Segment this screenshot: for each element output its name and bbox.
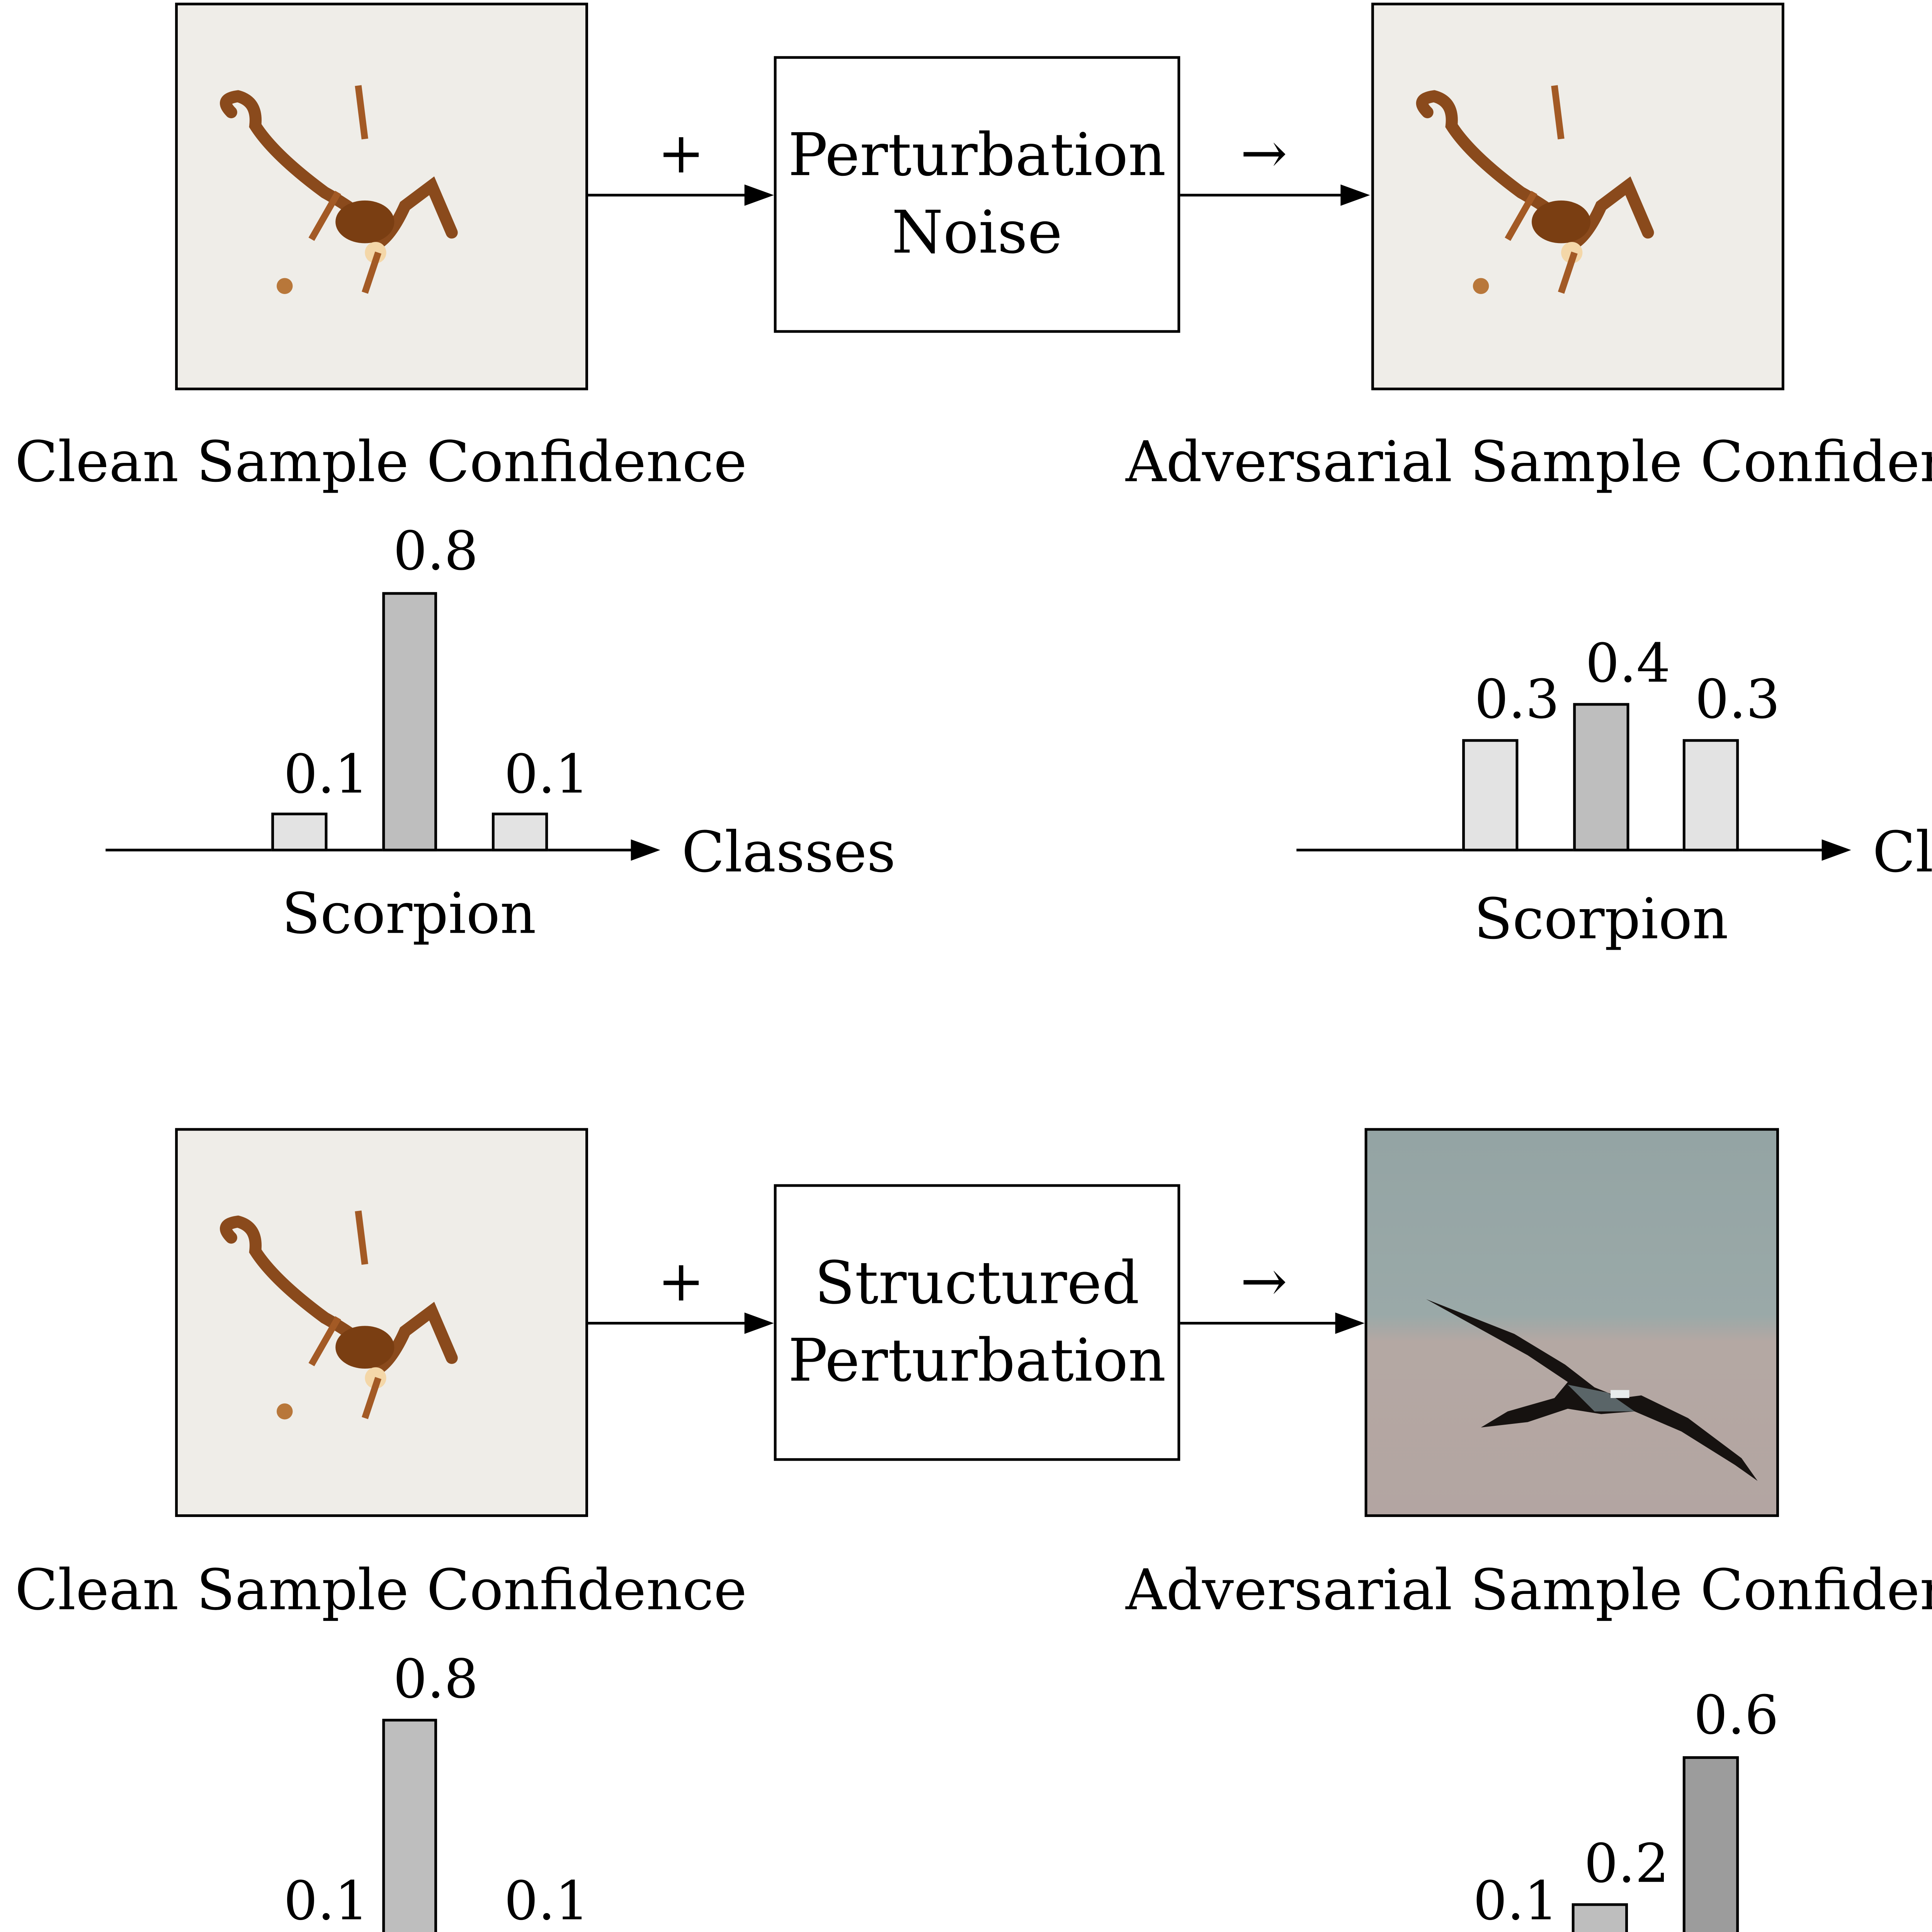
arrowhead-icon bbox=[744, 1312, 774, 1334]
box-line-2: Noise bbox=[891, 198, 1063, 267]
clean-scorpion-image bbox=[175, 2, 588, 391]
bar-2-value: 0.4 bbox=[1585, 633, 1671, 695]
bar-1 bbox=[1462, 739, 1519, 852]
bar-3-value: 0.1 bbox=[504, 1871, 589, 1932]
arrowhead-icon bbox=[1340, 184, 1370, 206]
bar-1 bbox=[271, 813, 328, 852]
scorpion-icon bbox=[178, 5, 586, 388]
clean-scorpion-image bbox=[175, 1128, 588, 1517]
axis-label: Classes bbox=[1872, 819, 1932, 885]
box-line-1: Structured bbox=[815, 1249, 1139, 1317]
bar-2-value: 0.8 bbox=[393, 1649, 478, 1711]
arrow-to-box bbox=[588, 194, 746, 197]
bar-3-value: 0.6 bbox=[1694, 1685, 1779, 1747]
class-label: Scorpion bbox=[1474, 886, 1729, 952]
adversarial-caption: Adversarial Sample Confidence bbox=[1126, 1557, 1932, 1623]
bar-2 bbox=[382, 1719, 437, 1932]
adversarial-scorpion-image bbox=[1371, 2, 1784, 391]
black-stork-icon bbox=[1367, 1131, 1777, 1515]
class-label: Scorpion bbox=[282, 881, 536, 946]
bar-3 bbox=[1682, 1756, 1739, 1932]
x-axis bbox=[1296, 849, 1825, 852]
box-line-1: Perturbation bbox=[788, 121, 1166, 189]
perturbation-noise-box: Perturbation Noise bbox=[774, 56, 1180, 333]
bar-3-value: 0.1 bbox=[504, 744, 589, 806]
x-axis bbox=[105, 849, 634, 852]
result-arrow: → bbox=[1240, 1248, 1287, 1314]
clean-caption: Clean Sample Confidence bbox=[15, 1557, 747, 1623]
arrowhead-icon bbox=[1335, 1312, 1365, 1334]
arrowhead-icon bbox=[744, 184, 774, 206]
scorpion-icon bbox=[1374, 5, 1782, 388]
axis-label: Classes bbox=[682, 819, 896, 885]
bar-3 bbox=[492, 813, 548, 852]
result-arrow: → bbox=[1240, 120, 1287, 186]
bar-2-value: 0.8 bbox=[393, 521, 478, 583]
bar-3 bbox=[1682, 739, 1739, 852]
plus-operator: + bbox=[657, 1248, 705, 1314]
axis-arrowhead-icon bbox=[1821, 839, 1851, 861]
structured-perturbation-box: Structured Perturbation bbox=[774, 1184, 1180, 1461]
bar-2 bbox=[382, 592, 437, 852]
box-line-2: Perturbation bbox=[788, 1327, 1166, 1395]
arrow-to-adversarial bbox=[1180, 1321, 1337, 1325]
bar-3-value: 0.3 bbox=[1695, 669, 1780, 731]
bar-2 bbox=[1573, 703, 1629, 852]
adversarial-caption: Adversarial Sample Confidence bbox=[1126, 429, 1932, 495]
axis-arrowhead-icon bbox=[631, 839, 660, 861]
plus-operator: + bbox=[657, 120, 705, 186]
adversarial-black-stork-image bbox=[1364, 1128, 1779, 1517]
clean-caption: Clean Sample Confidence bbox=[15, 429, 747, 495]
bar-2 bbox=[1571, 1903, 1628, 1932]
bar-1-value: 0.1 bbox=[283, 744, 369, 806]
bar-1-value: 0.3 bbox=[1474, 669, 1560, 731]
bar-1-value: 0.1 bbox=[283, 1871, 369, 1932]
arrow-to-adversarial bbox=[1180, 194, 1342, 197]
scorpion-icon bbox=[178, 1131, 586, 1515]
bar-1-value: 0.1 bbox=[1473, 1871, 1558, 1932]
bar-2-value: 0.2 bbox=[1584, 1833, 1669, 1895]
arrow-to-box bbox=[588, 1321, 746, 1325]
